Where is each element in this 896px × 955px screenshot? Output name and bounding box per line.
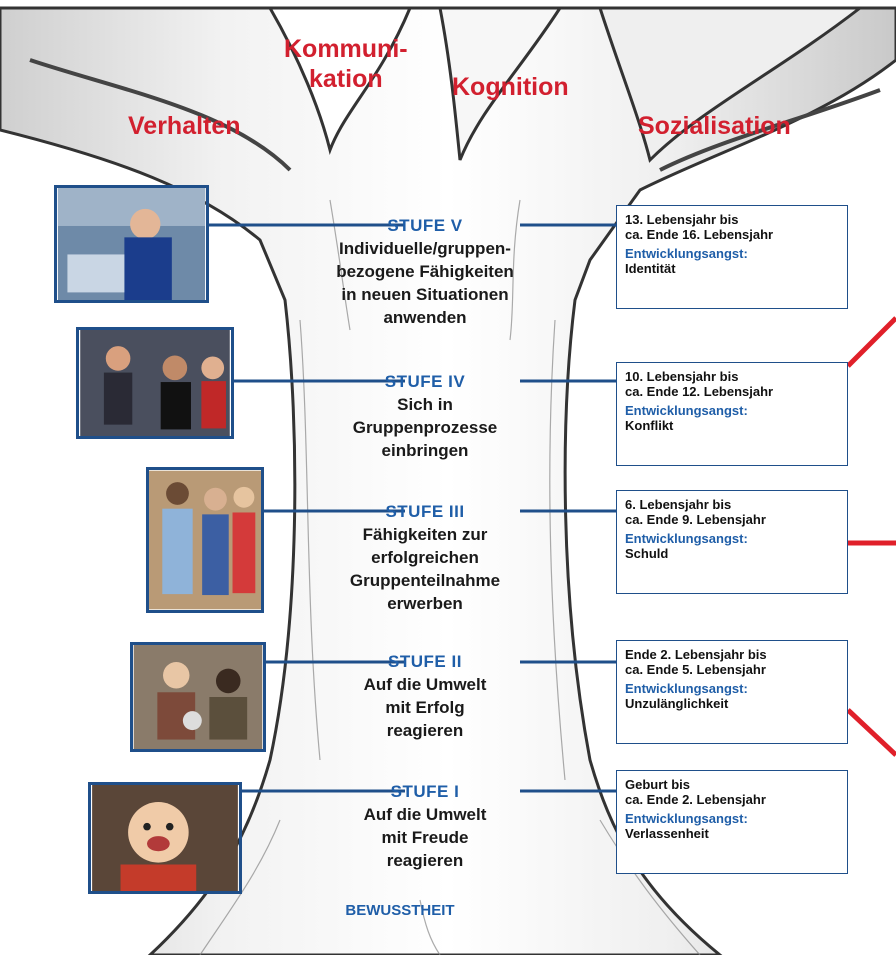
photo-stufe-5: [54, 185, 209, 303]
stage-2-anxiety-label: Entwicklungsangst:: [625, 681, 839, 696]
stage-3-age: 6. Lebensjahr bis ca. Ende 9. Lebensjahr: [625, 497, 839, 527]
stage-4-age: 10. Lebensjahr bis ca. Ende 12. Lebensja…: [625, 369, 839, 399]
stage-1-description: Auf die Umwelt mit Freude reagieren: [330, 803, 520, 872]
info-box-stage-2: Ende 2. Lebensjahr bis ca. Ende 5. Leben…: [616, 640, 848, 744]
branch-label-kognition: Kognition: [452, 72, 569, 102]
stage-2-title: STUFE II: [330, 650, 520, 673]
stage-3-anxiety: Schuld: [625, 546, 839, 561]
stage-1-anxiety: Verlassenheit: [625, 826, 839, 841]
stage-2: STUFE II Auf die Umwelt mit Erfolg reagi…: [330, 650, 520, 742]
stage-1-age: Geburt bis ca. Ende 2. Lebensjahr: [625, 777, 839, 807]
stage-5-description: Individuelle/gruppen- bezogene Fähigkeit…: [300, 237, 550, 329]
photo-stufe-4: [76, 327, 234, 439]
stage-2-description: Auf die Umwelt mit Erfolg reagieren: [330, 673, 520, 742]
stage-5: STUFE V Individuelle/gruppen- bezogene F…: [300, 214, 550, 329]
photo-stufe-3: [146, 467, 264, 613]
stage-3-title: STUFE III: [320, 500, 530, 523]
info-box-stage-1: Geburt bis ca. Ende 2. Lebensjahr Entwic…: [616, 770, 848, 874]
stage-4-description: Sich in Gruppenprozesse einbringen: [320, 393, 530, 462]
branch-label-verhalten: Verhalten: [128, 111, 241, 141]
stage-4: STUFE IV Sich in Gruppenprozesse einbrin…: [320, 370, 530, 462]
stage-5-title: STUFE V: [300, 214, 550, 237]
branch-label-sozialisation: Sozialisation: [638, 111, 791, 141]
stage-3-description: Fähigkeiten zur erfolgreichen Gruppentei…: [320, 523, 530, 615]
stage-2-anxiety: Unzulänglichkeit: [625, 696, 839, 711]
stage-2-age: Ende 2. Lebensjahr bis ca. Ende 5. Leben…: [625, 647, 839, 677]
stage-1-title: STUFE I: [330, 780, 520, 803]
stage-4-anxiety: Konflikt: [625, 418, 839, 433]
photo-stufe-1: [88, 782, 242, 894]
stage-3: STUFE III Fähigkeiten zur erfolgreichen …: [320, 500, 530, 615]
root-label-bewusstheit: BEWUSSTHEIT: [300, 902, 500, 919]
stage-4-title: STUFE IV: [320, 370, 530, 393]
info-box-stage-4: 10. Lebensjahr bis ca. Ende 12. Lebensja…: [616, 362, 848, 466]
stage-3-anxiety-label: Entwicklungsangst:: [625, 531, 839, 546]
stage-1-anxiety-label: Entwicklungsangst:: [625, 811, 839, 826]
stage-5-anxiety: Identität: [625, 261, 839, 276]
stage-4-anxiety-label: Entwicklungsangst:: [625, 403, 839, 418]
stage-1: STUFE I Auf die Umwelt mit Freude reagie…: [330, 780, 520, 872]
branch-label-kommunikation: Kommuni- kation: [284, 34, 408, 94]
info-box-stage-3: 6. Lebensjahr bis ca. Ende 9. Lebensjahr…: [616, 490, 848, 594]
photo-stufe-2: [130, 642, 266, 752]
info-box-stage-5: 13. Lebensjahr bis ca. Ende 16. Lebensja…: [616, 205, 848, 309]
stage-5-age: 13. Lebensjahr bis ca. Ende 16. Lebensja…: [625, 212, 839, 242]
stage-5-anxiety-label: Entwicklungsangst:: [625, 246, 839, 261]
